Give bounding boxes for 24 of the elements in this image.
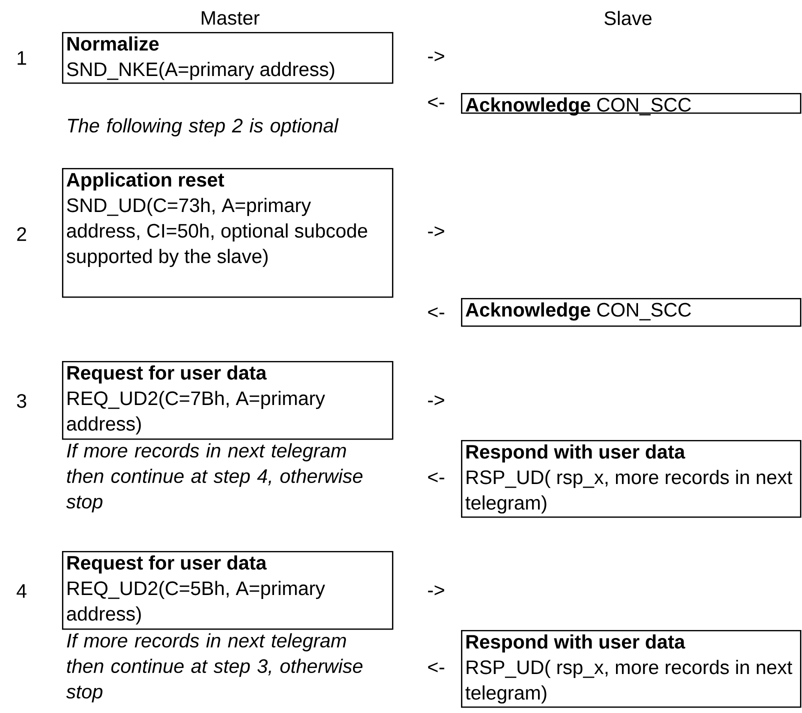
message-box: Normalize SND_NKE(A=primary address) xyxy=(62,32,394,84)
message-direction: -> xyxy=(428,226,444,236)
message-box: Respond with user data RSP_UD( rsp_x, more records in next telegram) xyxy=(461,630,802,708)
message-box: Application reset SND_UD(C=73h, A=primary address, CI=50h, optional subcode supported by the slave) xyxy=(62,168,394,298)
message-box: Acknowledge CON_SCC xyxy=(461,298,802,327)
note-text: The following step 2 is optional xyxy=(68,118,339,136)
message-direction: -> xyxy=(428,51,444,62)
message-direction: -> xyxy=(428,395,444,406)
message-box: Acknowledge CON_SCC xyxy=(461,93,802,116)
step-number: 1 xyxy=(18,51,26,65)
note-text: If more records in next telegram then continue at step 3, otherwise stop xyxy=(66,633,362,702)
message-box: Respond with user data RSP_UD( rsp_x, more records in next telegram) xyxy=(461,440,802,518)
step-number: 2 xyxy=(17,227,26,241)
message-direction: <- xyxy=(428,662,444,672)
message-box: Request for user data REQ_UD2(C=7Bh, A=primary address) xyxy=(62,361,394,440)
step-number: 3 xyxy=(16,394,26,408)
message-direction: <- xyxy=(428,472,444,482)
note-text: If more records in next telegram then continue at step 4, otherwise stop xyxy=(66,443,362,512)
message-box: Request for user data REQ_UD2(C=5Bh, A=primary address) xyxy=(62,551,394,630)
step-number: 4 xyxy=(16,584,26,598)
message-direction: <- xyxy=(428,307,444,318)
message-direction: -> xyxy=(428,585,444,596)
message-direction: <- xyxy=(428,97,444,108)
column-heading: Slave xyxy=(604,10,652,26)
